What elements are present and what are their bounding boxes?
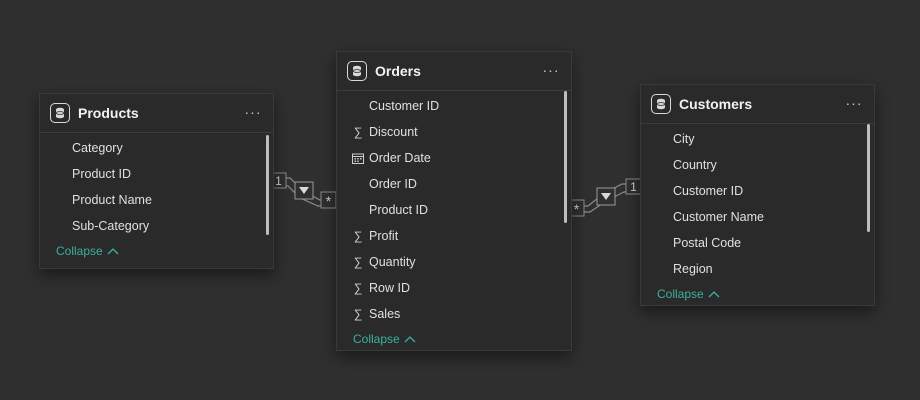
field-label: Profit [369,229,399,243]
sum-icon: ∑ [353,125,363,139]
table-header[interactable]: Orders ··· [337,52,571,91]
table-title: Customers [679,96,753,112]
field-item[interactable]: Product ID [40,161,273,187]
field-label: Country [673,158,717,172]
table-header[interactable]: Products ··· [40,94,273,133]
table-icon [347,61,367,81]
scrollbar[interactable] [867,124,870,232]
field-item[interactable]: City [641,126,874,152]
field-item[interactable]: ∑ Row ID [337,275,571,301]
field-item[interactable]: Region [641,256,874,282]
field-label: Product ID [72,167,132,181]
field-label: Category [72,141,123,155]
field-item[interactable]: Order Date [337,145,571,171]
cardinality-label-one: 1 [630,180,637,194]
collapse-button[interactable]: Collapse [40,239,273,263]
table-icon [651,94,671,114]
filter-direction-arrow-icon [596,187,616,206]
field-list: Customer ID ∑ Discount Order Date Order I… [337,91,571,327]
field-list: City Country Customer ID Customer Name P… [641,124,874,282]
field-item[interactable]: ∑ Discount [337,119,571,145]
cardinality-label-one: 1 [275,174,282,188]
field-label: Order ID [369,177,417,191]
cardinality-many-orders-left: * [320,191,337,209]
field-item[interactable]: Sub-Category [40,213,273,239]
field-label: Product ID [369,203,429,217]
field-item[interactable]: Product ID [337,197,571,223]
cardinality-one-customers: 1 [625,178,642,195]
field-item[interactable]: ∑ Sales [337,301,571,327]
table-icon [50,103,70,123]
field-label: Sales [369,307,401,321]
scrollbar[interactable] [266,135,269,235]
field-item[interactable]: ∑ Profit [337,223,571,249]
field-item[interactable]: Postal Code [641,230,874,256]
chevron-up-icon [107,248,119,255]
field-label: City [673,132,695,146]
field-label: Region [673,262,713,276]
scrollbar[interactable] [564,91,567,223]
cardinality-label-many: * [326,193,332,209]
more-options-button[interactable]: ··· [542,62,560,78]
field-item[interactable]: Order ID [337,171,571,197]
field-label: Customer ID [673,184,744,198]
collapse-label: Collapse [56,244,103,258]
table-header[interactable]: Customers ··· [641,85,874,124]
sum-icon: ∑ [353,307,363,321]
collapse-label: Collapse [353,332,400,346]
table-card-orders[interactable]: Orders ··· Customer ID ∑ Discount Order D… [336,51,572,351]
field-label: Product Name [72,193,152,207]
field-label: Sub-Category [72,219,150,233]
more-options-button[interactable]: ··· [845,95,863,111]
field-item[interactable]: Customer ID [641,178,874,204]
sum-icon: ∑ [353,281,363,295]
filter-direction-arrow-icon [294,181,314,200]
chevron-up-icon [708,291,720,298]
collapse-label: Collapse [657,287,704,301]
cardinality-label-many: * [574,201,580,217]
table-card-products[interactable]: Products ··· Category Product ID Product… [39,93,274,269]
field-label: Customer ID [369,99,440,113]
calendar-icon [349,153,367,164]
field-item[interactable]: ∑ Quantity [337,249,571,275]
more-options-button[interactable]: ··· [244,104,262,120]
table-title: Products [78,105,139,121]
field-label: Order Date [369,151,431,165]
field-item[interactable]: Product Name [40,187,273,213]
field-label: Discount [369,125,418,139]
field-item[interactable]: Country [641,152,874,178]
field-item[interactable]: Category [40,135,273,161]
field-item[interactable]: Customer Name [641,204,874,230]
table-title: Orders [375,63,421,79]
field-list: Category Product ID Product Name Sub-Cat… [40,133,273,239]
field-label: Quantity [369,255,416,269]
field-label: Row ID [369,281,410,295]
table-card-customers[interactable]: Customers ··· City Country Customer ID C… [640,84,875,306]
field-label: Postal Code [673,236,742,250]
sum-icon: ∑ [353,255,363,269]
field-item[interactable]: Customer ID [337,93,571,119]
collapse-button[interactable]: Collapse [641,282,874,306]
chevron-up-icon [404,336,416,343]
collapse-button[interactable]: Collapse [337,327,571,351]
sum-icon: ∑ [353,229,363,243]
field-label: Customer Name [673,210,764,224]
